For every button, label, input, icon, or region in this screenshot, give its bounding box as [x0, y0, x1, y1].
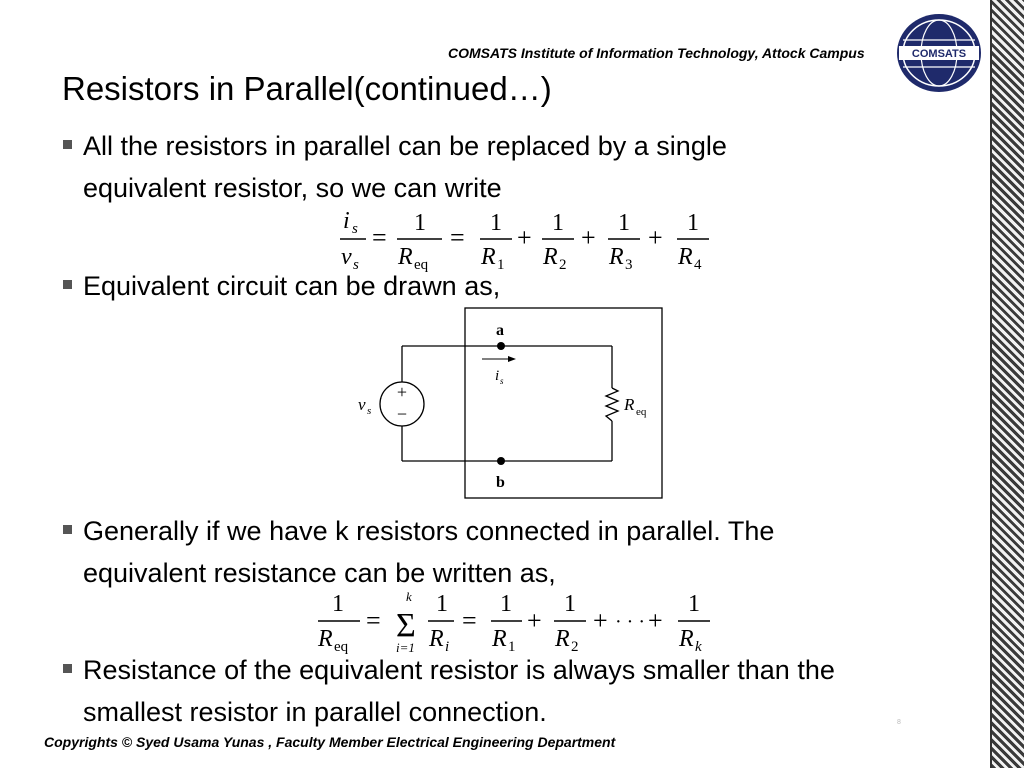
- eq2-one-3: 1: [500, 591, 512, 617]
- bullet-2-line-1: Equivalent circuit can be drawn as,: [83, 271, 501, 301]
- eq1-r1: R: [480, 244, 496, 270]
- eq1-is: i: [343, 208, 350, 234]
- source-minus: −: [397, 404, 407, 424]
- logo-text: COMSATS: [912, 48, 966, 60]
- eq1-one-5: 1: [687, 210, 699, 236]
- bullet-1: All the resistors in parallel can be rep…: [63, 125, 963, 209]
- institution-name: COMSATS Institute of Information Technol…: [448, 45, 865, 61]
- eq1-r2-sub: 2: [559, 257, 567, 273]
- eq2-one-1: 1: [332, 591, 344, 617]
- bullet-3-line-1: Generally if we have k resistors connect…: [83, 516, 775, 546]
- bullet-1-line-2: equivalent resistor, so we can write: [83, 173, 502, 203]
- node-a-label: a: [496, 322, 504, 339]
- eq1-plus-3: +: [648, 223, 663, 252]
- resistor-label-sub: eq: [636, 406, 647, 418]
- right-decorative-border: [992, 0, 1024, 768]
- bullet-marker: [63, 140, 72, 149]
- resistor-label: R: [623, 395, 635, 414]
- eq2-sigma: Σ: [396, 607, 416, 644]
- slide-title: Resistors in Parallel(continued…): [62, 70, 552, 107]
- eq2-one-4: 1: [564, 591, 576, 617]
- terminal-b: [497, 457, 505, 465]
- equation-conductance: i s v s = 1 R eq = 1 R 1 + 1 R 2 + 1 R 3…: [340, 208, 709, 273]
- eq2-ri: R: [428, 626, 444, 652]
- eq2-one-5: 1: [688, 591, 700, 617]
- eq1-r3: R: [608, 244, 624, 270]
- eq2-sum-top: k: [406, 589, 412, 604]
- eq2-plus-3: +: [648, 606, 663, 635]
- eq2-r1-sub: 1: [508, 639, 516, 655]
- eq1-is-sub: s: [352, 221, 358, 237]
- eq1-r2: R: [542, 244, 558, 270]
- bullet-4-line-1: Resistance of the equivalent resistor is…: [83, 655, 835, 685]
- bullet-2: Equivalent circuit can be drawn as,: [63, 265, 963, 307]
- eq2-plus-2: +: [593, 606, 608, 635]
- comsats-logo: COMSATS: [897, 14, 981, 92]
- eq2-equals-2: =: [462, 606, 477, 635]
- bullet-1-line-1: All the resistors in parallel can be rep…: [83, 131, 727, 161]
- bullet-3: Generally if we have k resistors connect…: [63, 510, 963, 594]
- eq1-equals-1: =: [372, 223, 387, 252]
- footer-copyright: Copyrights © Syed Usama Yunas , Faculty …: [44, 734, 616, 750]
- resistor-req: [604, 387, 620, 422]
- eq1-one-4: 1: [618, 210, 630, 236]
- eq2-r2-sub: 2: [571, 639, 579, 655]
- eq1-r1-sub: 1: [497, 257, 505, 273]
- eq1-vs: v: [341, 244, 352, 270]
- current-arrow: [508, 356, 516, 362]
- eq1-r4-sub: 4: [694, 257, 702, 273]
- eq1-one-1: 1: [414, 210, 426, 236]
- page-number: 8: [897, 719, 901, 726]
- eq1-one-3: 1: [552, 210, 564, 236]
- bullet-3-line-2: equivalent resistance can be written as,: [83, 558, 556, 588]
- equivalent-circuit-diagram: + − v s R eq a b i s: [358, 307, 663, 499]
- eq1-vs-sub: s: [353, 257, 359, 273]
- eq2-r1: R: [491, 626, 507, 652]
- eq2-plus-1: +: [527, 606, 542, 635]
- source-label-sub: s: [367, 405, 371, 417]
- eq2-req: R: [317, 626, 333, 652]
- source-label: v: [358, 395, 366, 414]
- eq2-ri-sub: i: [445, 639, 449, 655]
- eq2-rk-sub: k: [695, 639, 702, 655]
- eq1-r3-sub: 3: [625, 257, 633, 273]
- eq1-req-sub: eq: [414, 257, 429, 273]
- eq2-sum-bottom: i=1: [396, 640, 415, 655]
- eq1-one-2: 1: [490, 210, 502, 236]
- eq1-r4: R: [677, 244, 693, 270]
- bullet-4: Resistance of the equivalent resistor is…: [63, 649, 963, 733]
- eq2-equals-1: =: [366, 606, 381, 635]
- eq2-rk: R: [678, 626, 694, 652]
- current-label-sub: s: [500, 376, 504, 386]
- eq1-plus-1: +: [517, 223, 532, 252]
- bullet-4-line-2: smallest resistor in parallel connection…: [83, 697, 547, 727]
- node-b-label: b: [496, 474, 505, 491]
- eq2-ellipsis: · · ·: [615, 611, 645, 633]
- bullet-marker: [63, 664, 72, 673]
- bullet-marker: [63, 280, 72, 289]
- terminal-a: [497, 342, 505, 350]
- equation-general-parallel: 1 R eq = k Σ i=1 1 R i = 1 R 1 + 1 R 2 +…: [317, 589, 710, 655]
- eq2-one-2: 1: [436, 591, 448, 617]
- equivalent-box: [464, 307, 663, 499]
- right-border-line: [990, 0, 992, 768]
- source-plus: +: [397, 382, 407, 402]
- eq1-plus-2: +: [581, 223, 596, 252]
- eq2-r2: R: [554, 626, 570, 652]
- eq1-req: R: [397, 244, 413, 270]
- eq1-equals-2: =: [450, 223, 465, 252]
- voltage-source: [379, 381, 425, 427]
- bullet-marker: [63, 525, 72, 534]
- current-label: i: [495, 368, 499, 384]
- eq2-req-sub: eq: [334, 639, 349, 655]
